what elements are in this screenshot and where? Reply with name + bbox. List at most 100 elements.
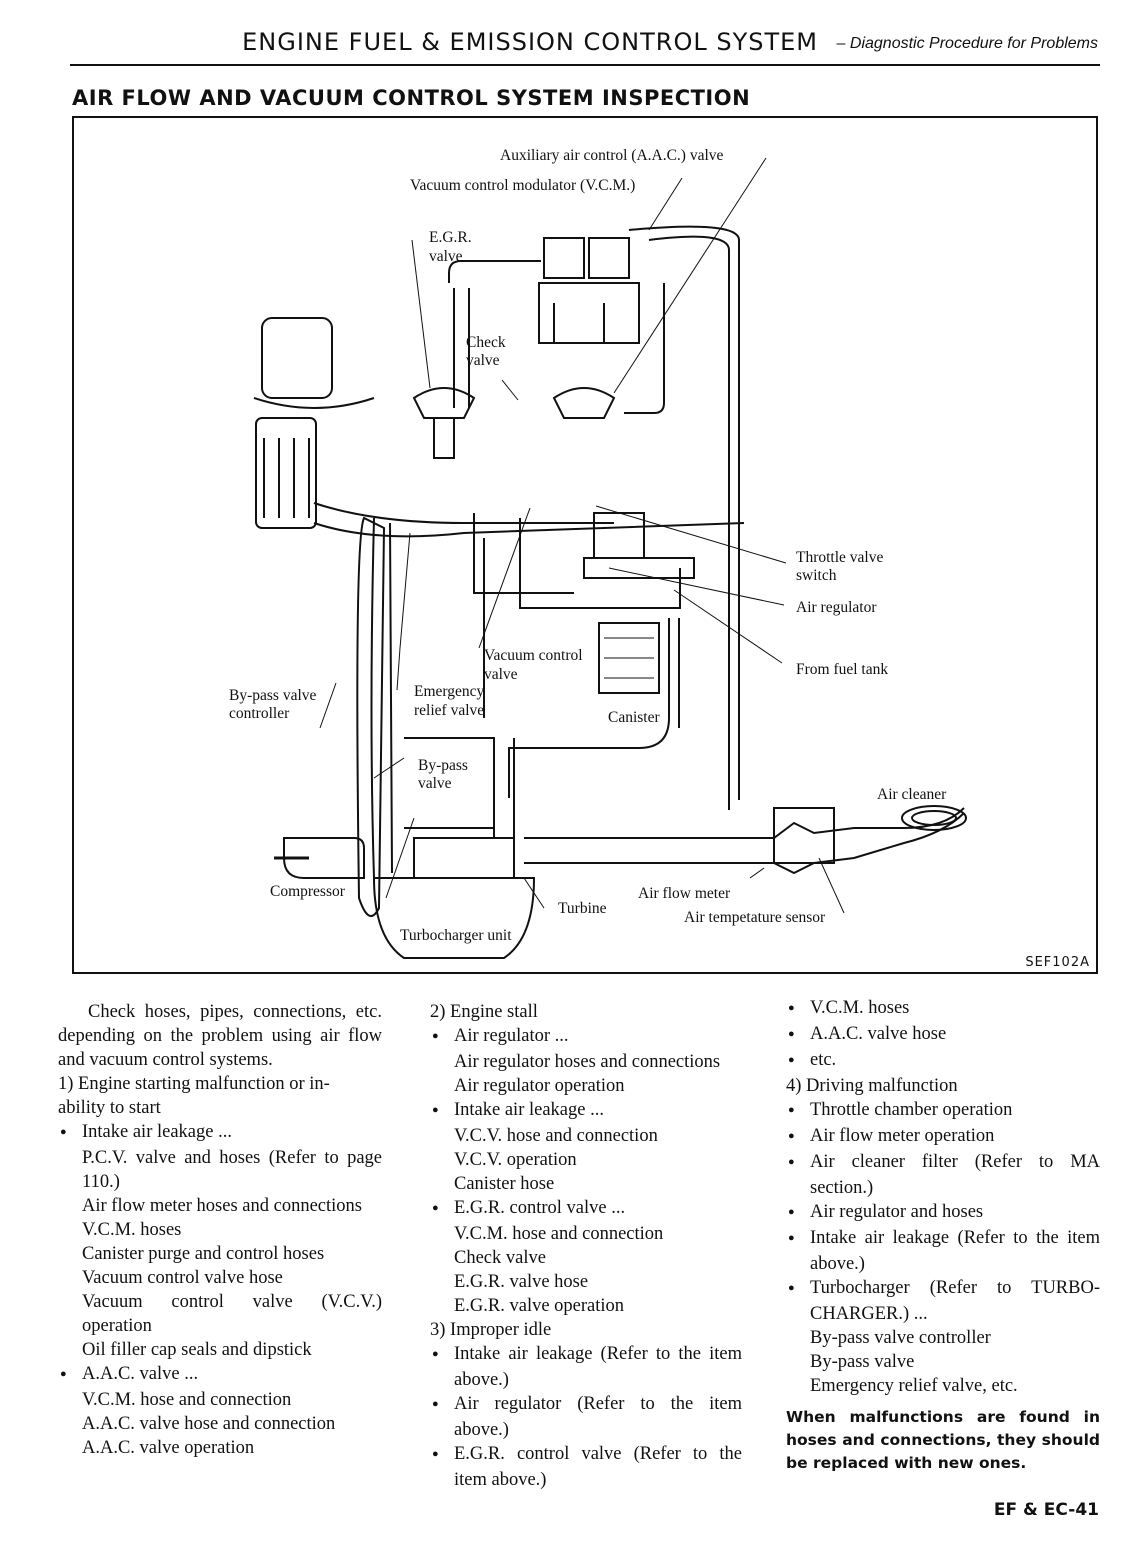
label-turbocharger: Turbocharger unit — [400, 927, 512, 944]
item-heading-2: 2) Engine stall — [430, 1002, 538, 1022]
item-heading-3: 3) Improper idle — [430, 1320, 552, 1340]
item-heading-1a: 1) Engine starting malfunction or in- — [58, 1074, 330, 1094]
bullet-item: E.G.R. control valve (Refer to the item … — [430, 1442, 742, 1492]
label-air-flow-meter: Air flow meter — [638, 885, 731, 902]
label-check-valve: valve — [466, 352, 500, 369]
air-chamber — [261, 317, 333, 399]
bullet-item: Intake air leakage (Refer to the item ab… — [786, 1226, 1100, 1276]
label-emergency: Emergency — [414, 683, 485, 700]
intake-pipe — [356, 516, 386, 917]
bullet-icon — [786, 1276, 810, 1302]
sub-item: P.C.V. valve and hoses (Refer to page 11… — [82, 1148, 382, 1192]
label-bypass-valve: valve — [418, 775, 452, 792]
engine-block — [255, 417, 317, 529]
column-1: Check hoses, pipes, connections, etc. de… — [58, 1000, 382, 1460]
page-number: EF & EC-41 — [993, 1500, 1099, 1520]
bullet-item: Turbocharger (Refer to TURBO-CHARGER.) .… — [786, 1276, 1100, 1326]
label-relief-valve: relief valve — [414, 702, 484, 719]
bullet-item: Air flow meter operation — [786, 1124, 1100, 1150]
bullet-icon — [786, 1200, 810, 1226]
sub-item: V.C.M. hose and connection — [82, 1390, 292, 1410]
bullet-item: Air regulator ... — [430, 1024, 742, 1050]
vcm-unit — [543, 237, 585, 279]
sub-item: Air flow meter hoses and connections — [82, 1196, 362, 1216]
column-3: V.C.M. hoses A.A.C. valve hose etc. 4) D… — [786, 996, 1100, 1475]
bullet-item: E.G.R. control valve ... — [430, 1196, 742, 1222]
label-bypass-controller-2: controller — [229, 705, 290, 722]
label-turbine: Turbine — [558, 900, 607, 917]
egr-valve — [412, 387, 476, 419]
bullet-icon — [786, 1124, 810, 1150]
diagram-labels: Auxiliary air control (A.A.C.) valve Vac… — [229, 147, 947, 944]
page-header: ENGINE FUEL & EMISSION CONTROL SYSTEM – … — [70, 28, 1100, 62]
header-title: ENGINE FUEL & EMISSION CONTROL SYSTEM — [242, 28, 818, 56]
sub-item: V.C.M. hose and connection — [454, 1224, 664, 1244]
section-title: AIR FLOW AND VACUUM CONTROL SYSTEM INSPE… — [72, 86, 751, 110]
bullet-icon — [58, 1120, 82, 1146]
diagram-drawing: Auxiliary air control (A.A.C.) valve Vac… — [229, 147, 967, 959]
air-cleaner — [901, 805, 967, 831]
bullet-icon — [786, 1150, 810, 1176]
bullet-icon — [430, 1392, 454, 1418]
sub-item: A.A.C. valve hose and connection — [82, 1414, 336, 1434]
label-throttle-switch: switch — [796, 567, 837, 584]
bullet-item: A.A.C. valve ... — [58, 1362, 382, 1388]
sub-item: By-pass valve controller — [810, 1328, 991, 1348]
label-egr: E.G.R. — [429, 229, 472, 246]
bullet-item: etc. — [786, 1048, 1100, 1074]
label-air-cleaner: Air cleaner — [877, 786, 947, 803]
bullet-icon — [786, 1098, 810, 1124]
sub-item: By-pass valve — [810, 1352, 915, 1372]
bullet-item: V.C.M. hoses — [786, 996, 1100, 1022]
sub-item: Canister purge and control hoses — [82, 1244, 325, 1264]
sub-item: Vacuum control valve (V.C.V.) operation — [82, 1292, 382, 1336]
bullet-item: Intake air leakage ... — [430, 1098, 742, 1124]
label-air-regulator: Air regulator — [796, 599, 877, 616]
bullet-icon — [786, 1048, 810, 1074]
label-canister: Canister — [608, 709, 660, 726]
sub-item: Vacuum control valve hose — [82, 1268, 283, 1288]
turbocharger-housing — [372, 877, 536, 959]
bullet-item: Air cleaner filter (Refer to MA section.… — [786, 1150, 1100, 1200]
item-heading-4: 4) Driving malfunction — [786, 1076, 958, 1096]
bullet-icon — [786, 1226, 810, 1252]
air-flow-meter — [773, 807, 835, 864]
column-2: 2) Engine stall Air regulator ... Air re… — [430, 1000, 742, 1492]
bullet-item: Air regulator (Refer to the item above.) — [430, 1392, 742, 1442]
sub-item: Canister hose — [454, 1174, 555, 1194]
sub-item: Air regulator operation — [454, 1076, 625, 1096]
sub-item: Check valve — [454, 1248, 546, 1268]
bypass-pipe — [493, 738, 515, 838]
bullet-item: A.A.C. valve hose — [786, 1022, 1100, 1048]
header-rule — [70, 64, 1100, 66]
system-diagram: Auxiliary air control (A.A.C.) valve Vac… — [72, 116, 1098, 974]
bullet-item: Intake air leakage ... — [58, 1120, 382, 1146]
label-compressor: Compressor — [270, 883, 346, 900]
sub-item: E.G.R. valve hose — [454, 1272, 589, 1292]
label-check: Check — [466, 334, 506, 351]
sub-item: V.C.V. operation — [454, 1150, 577, 1170]
bullet-icon — [786, 1022, 810, 1048]
vacuum-hose — [628, 225, 740, 810]
bullet-item: Air regulator and hoses — [786, 1200, 1100, 1226]
sub-item: A.A.C. valve operation — [82, 1438, 255, 1458]
figure-reference: SEF102A — [1025, 955, 1090, 970]
label-fuel-tank: From fuel tank — [796, 661, 888, 678]
compressor-outlet — [283, 837, 365, 879]
bullet-icon — [430, 1196, 454, 1222]
sub-item: Oil filler cap seals and dipstick — [82, 1340, 312, 1360]
throttle-chamber — [593, 512, 645, 559]
label-air-temp-sensor: Air tempetature sensor — [684, 909, 826, 926]
replacement-note: When malfunctions are found in hoses and… — [786, 1408, 1100, 1472]
bullet-icon — [430, 1098, 454, 1124]
bullet-icon — [430, 1024, 454, 1050]
canister — [598, 622, 660, 694]
item-heading-1b: ability to start — [58, 1098, 161, 1118]
label-bypass: By-pass — [418, 757, 468, 774]
label-bypass-controller: By-pass valve — [229, 687, 317, 704]
aac-unit — [588, 237, 630, 279]
header-subtitle: – Diagnostic Procedure for Problems — [836, 35, 1098, 52]
sub-item: V.C.M. hoses — [82, 1220, 182, 1240]
sub-item: Emergency relief valve, etc. — [810, 1376, 1018, 1396]
label-egr-valve: valve — [429, 248, 463, 265]
